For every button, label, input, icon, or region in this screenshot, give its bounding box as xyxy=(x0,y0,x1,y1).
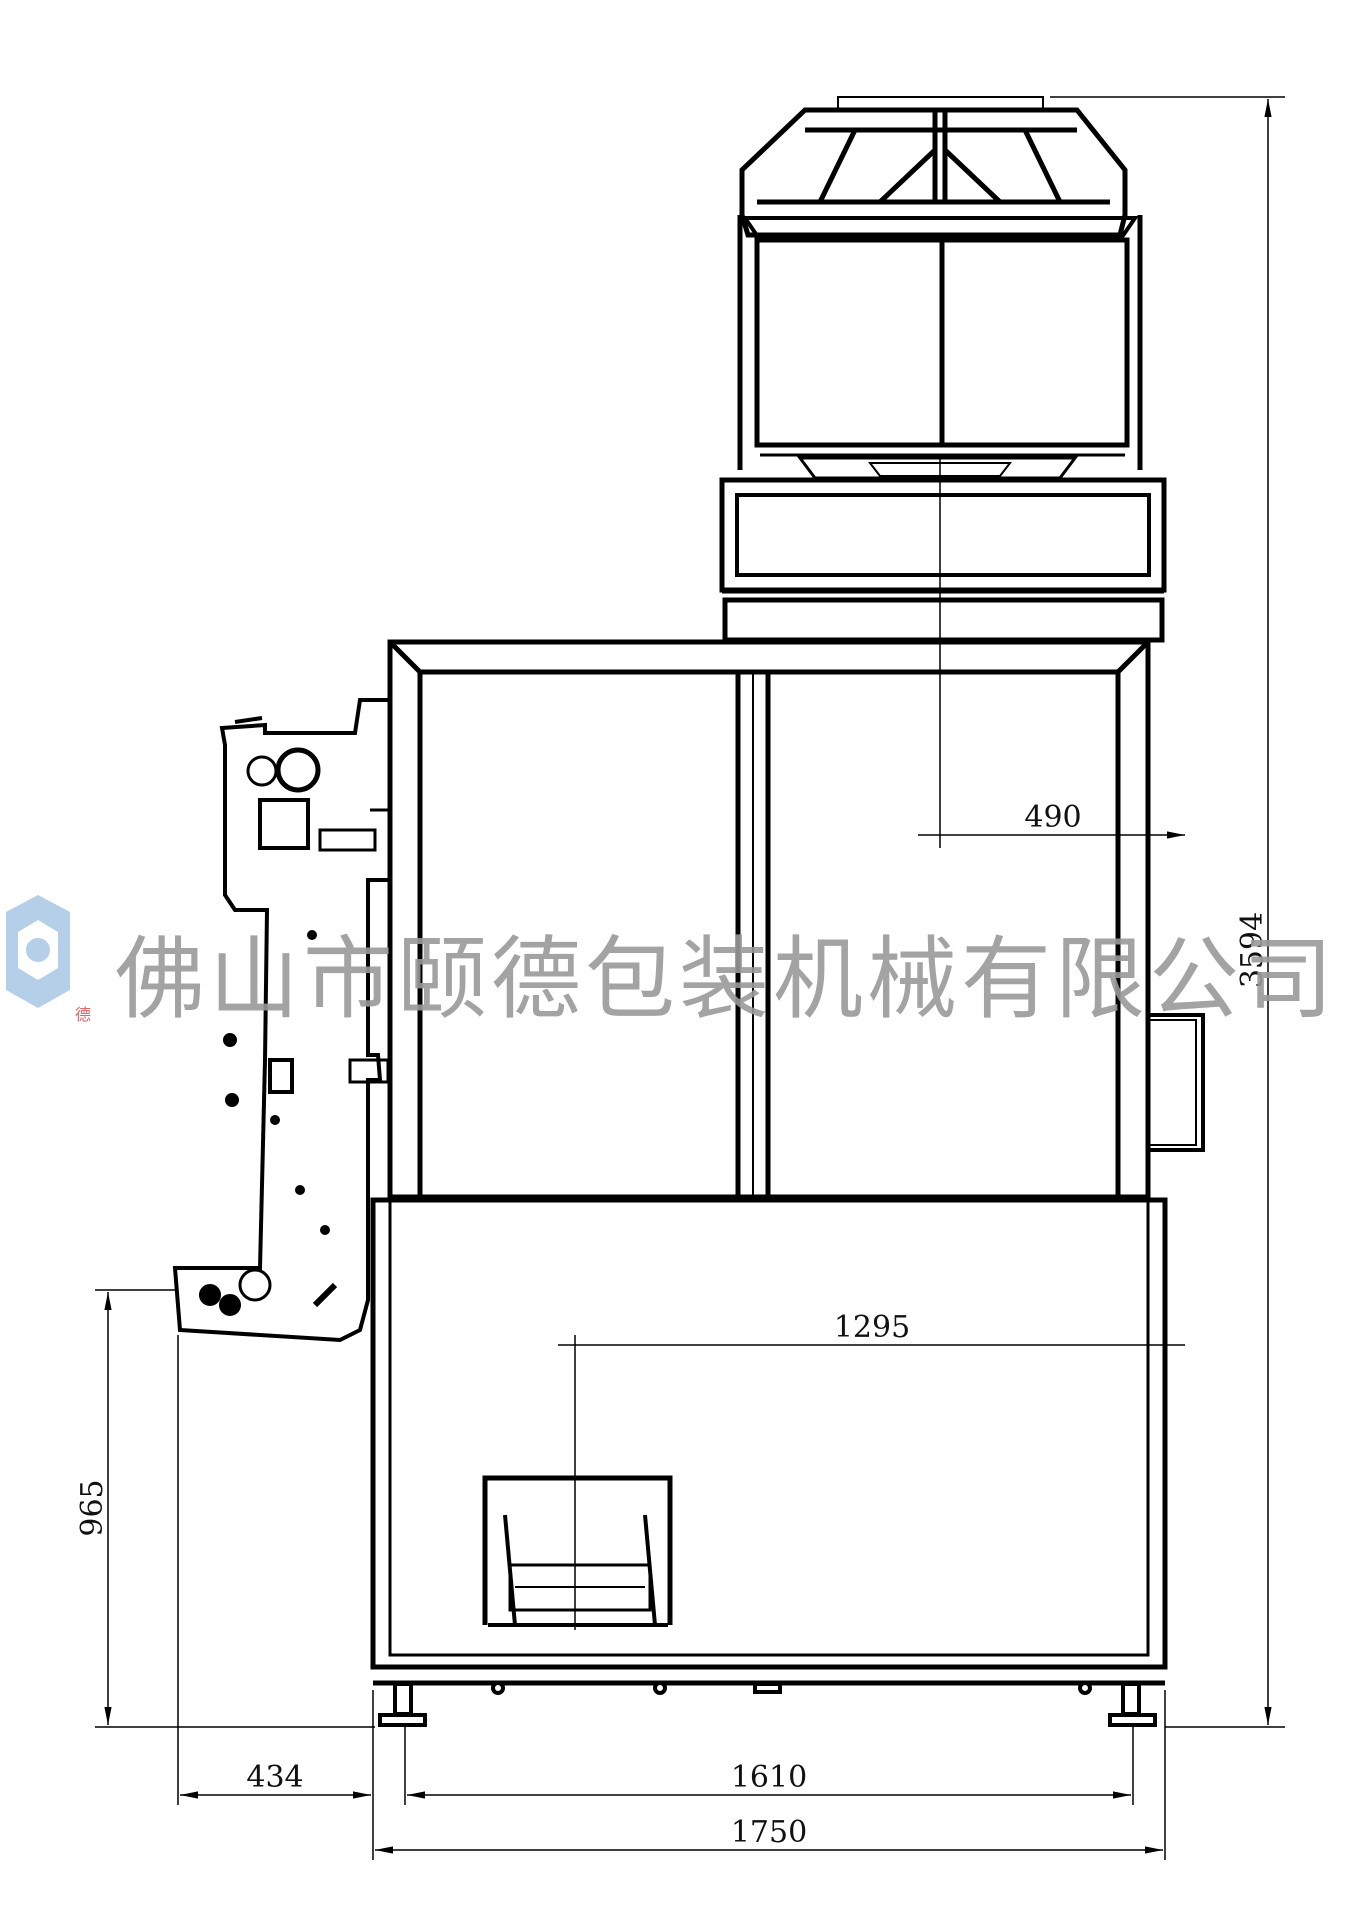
dim-outfeed-height: 965 xyxy=(75,1479,110,1536)
dim-total-height: 3594 xyxy=(1235,912,1270,988)
company-logo xyxy=(6,895,70,1008)
multihead-weigher xyxy=(719,96,1167,643)
machine-feet xyxy=(378,1681,1157,1727)
company-watermark: 佛山市颐德包装机械有限公司 xyxy=(115,927,1337,1032)
dim-total-width: 1750 xyxy=(731,1815,807,1850)
dim-upper-offset: 490 xyxy=(1024,800,1081,835)
dim-outfeed-reach: 434 xyxy=(246,1760,303,1795)
dim-lower-offset: 1295 xyxy=(834,1310,910,1345)
main-cabinet xyxy=(370,639,1205,1686)
film-unwind-assembly xyxy=(172,698,392,1343)
dimension-lines xyxy=(95,96,1285,1860)
dim-foot-span: 1610 xyxy=(731,1760,807,1795)
logo-caption: 德 xyxy=(75,1005,91,1024)
